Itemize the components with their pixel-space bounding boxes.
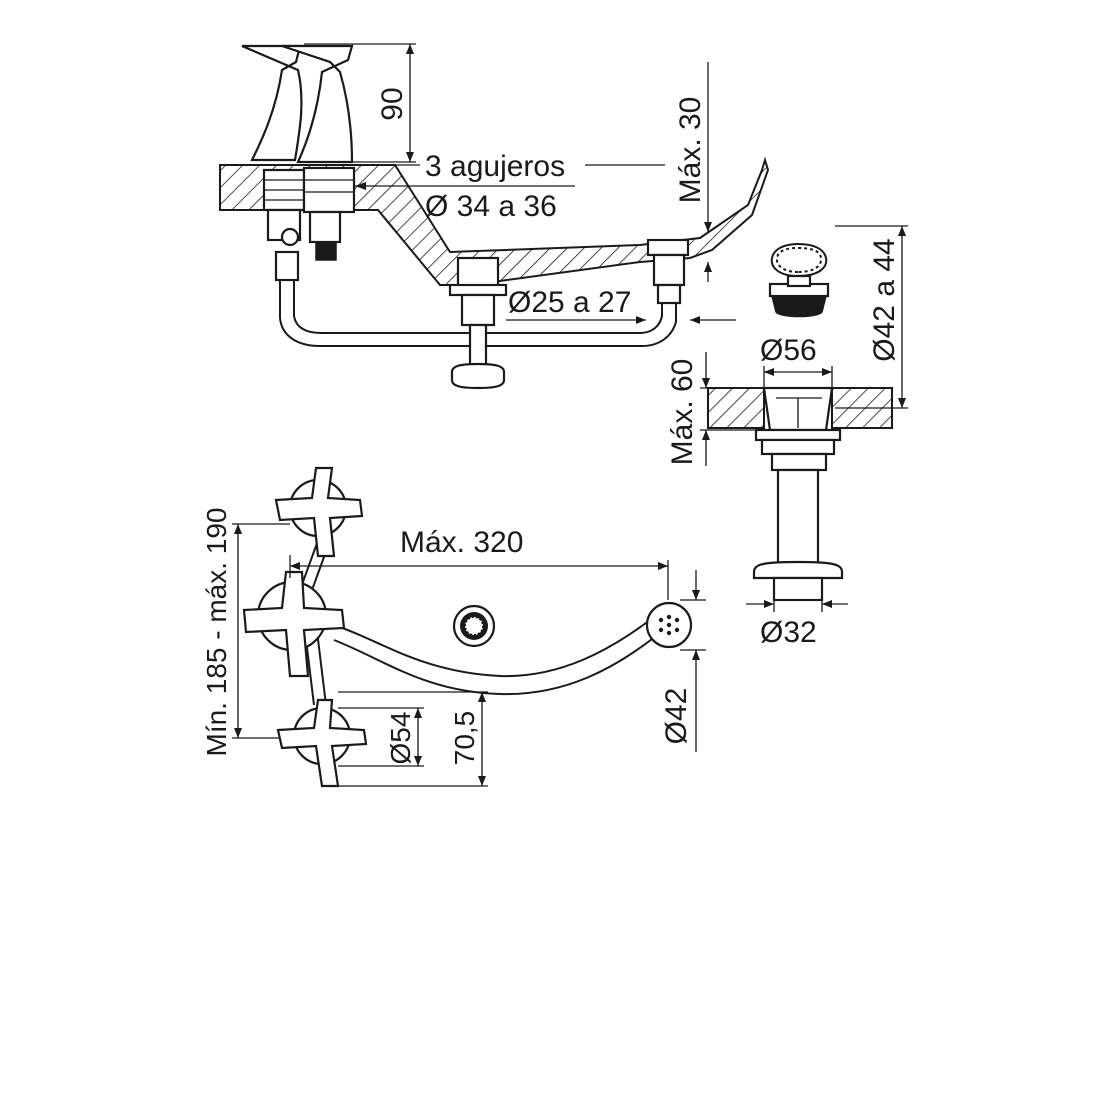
label-3-agujeros: 3 agujeros <box>425 150 565 183</box>
dimension-max-320: Máx. 320 <box>289 526 669 600</box>
label-25-27: Ø25 a 27 <box>508 286 631 319</box>
dimension-max-60: Máx. 60 <box>666 352 770 466</box>
label-54: Ø54 <box>385 712 416 765</box>
label-185-190: Mín. 185 - máx. 190 <box>201 507 232 756</box>
dimension-25-27: Ø25 a 27 <box>506 286 736 324</box>
label-90: 90 <box>376 87 409 120</box>
basin-section <box>219 156 770 286</box>
aerator-icon <box>645 601 693 649</box>
plug-detail <box>768 242 830 318</box>
dimension-max-30: Máx. 30 <box>674 62 712 282</box>
label-32: Ø32 <box>760 616 817 649</box>
top-view <box>242 466 693 788</box>
valve-body-right <box>302 166 356 214</box>
label-max-60: Máx. 60 <box>666 359 699 466</box>
label-42: Ø42 <box>660 688 693 745</box>
handle-right-icon <box>281 44 354 164</box>
cross-handle-top-icon <box>274 466 364 558</box>
drain-grid-icon <box>452 604 496 648</box>
dimension-54: Ø54 <box>338 691 488 787</box>
spout-arm <box>333 619 651 678</box>
drain-body <box>456 256 500 288</box>
dimension-32: Ø32 <box>746 590 848 649</box>
cross-handle-bottom-icon <box>276 698 368 788</box>
label-max-320: Máx. 320 <box>400 526 523 559</box>
dimension-42-44: Ø42 a 44 <box>835 225 908 409</box>
label-42-44: Ø42 a 44 <box>868 238 901 361</box>
plug-chain-icon <box>770 242 828 278</box>
handle-left-icon <box>241 44 303 162</box>
dimension-56: Ø56 <box>760 334 833 388</box>
dimension-90: 90 <box>304 43 416 163</box>
label-56: Ø56 <box>760 334 817 367</box>
label-max-30: Máx. 30 <box>674 97 707 204</box>
side-view <box>219 44 770 390</box>
dimension-185-190: Mín. 185 - máx. 190 <box>201 507 290 757</box>
dimension-42: Ø42 <box>660 570 706 752</box>
dimension-70-5: 70,5 <box>449 692 486 786</box>
cross-handle-middle-icon <box>242 570 346 678</box>
drain-detail <box>707 386 893 602</box>
label-70-5: 70,5 <box>449 711 480 766</box>
dimension-holes: 3 agujeros Ø 34 a 36 <box>355 150 665 223</box>
label-34-36: Ø 34 a 36 <box>425 190 557 223</box>
